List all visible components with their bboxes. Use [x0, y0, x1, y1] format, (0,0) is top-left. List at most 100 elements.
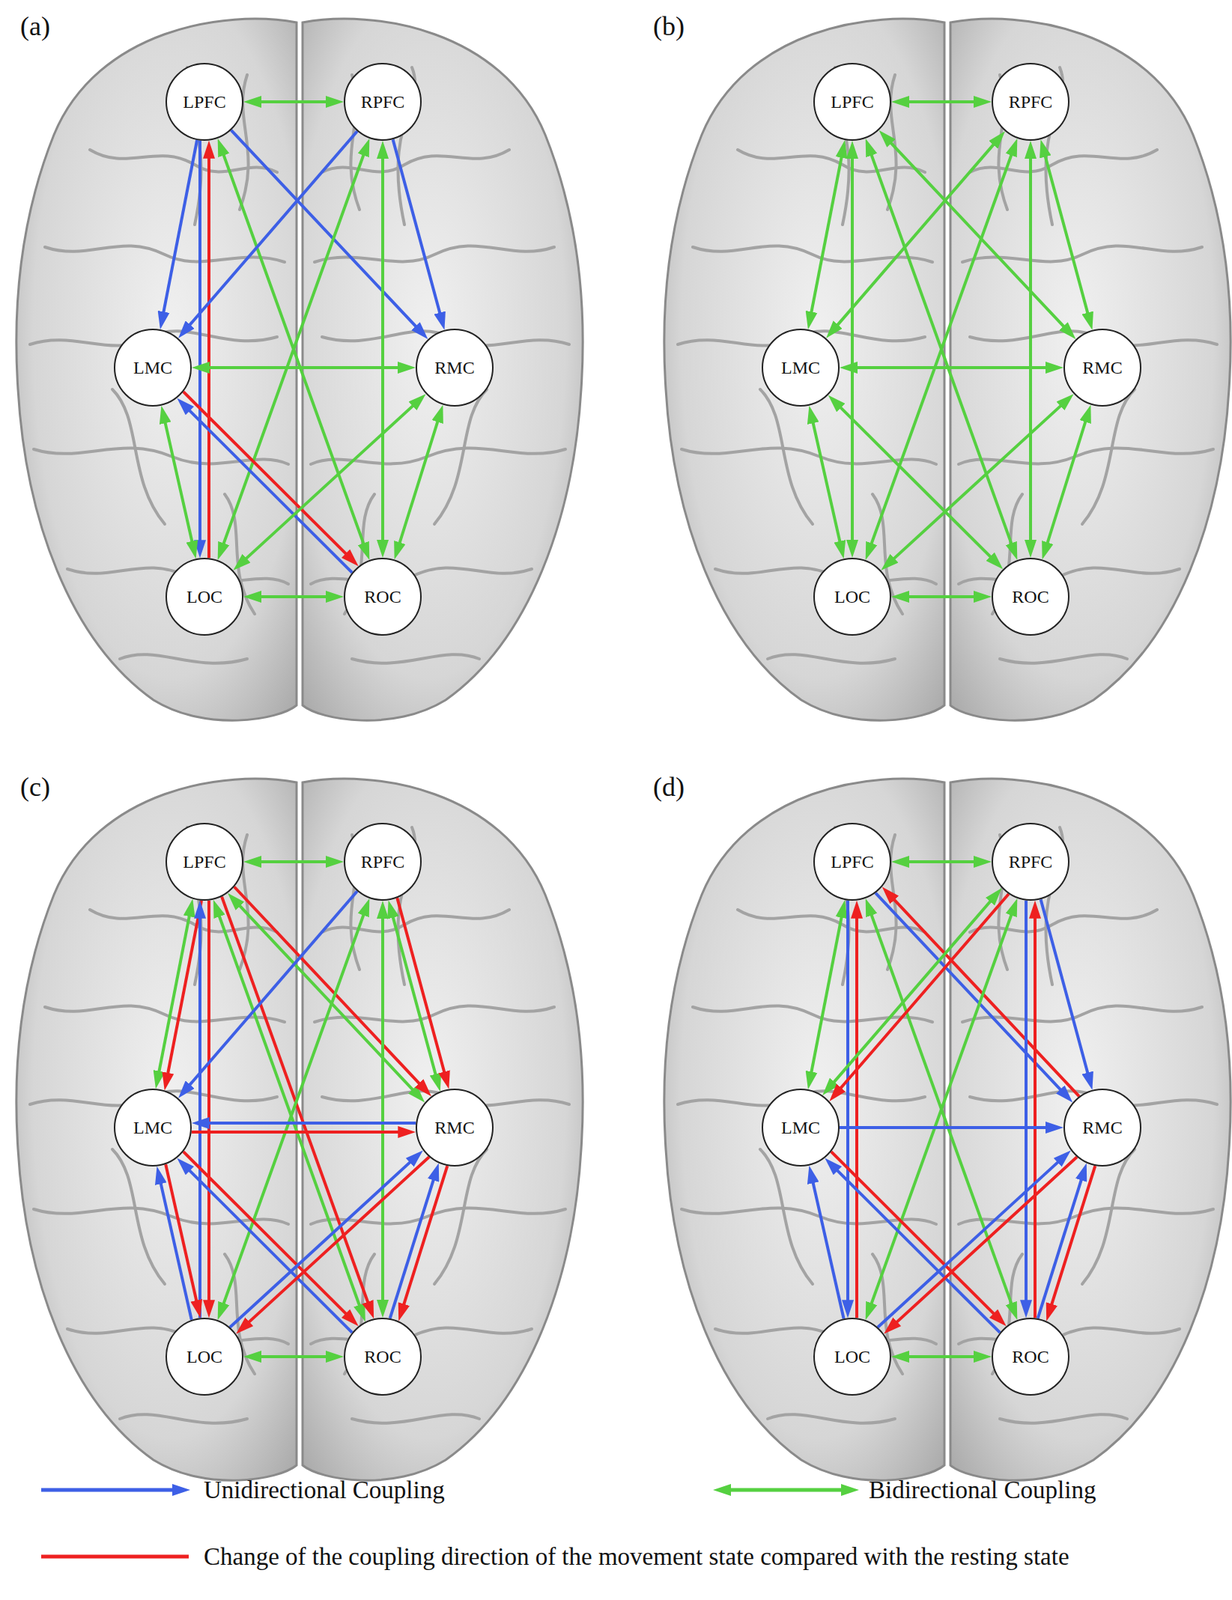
coupling-arrow	[877, 1157, 1064, 1328]
panel-label: (c)	[20, 771, 51, 803]
region-name: LOC	[186, 1347, 223, 1368]
coupling-arrow	[846, 900, 850, 1309]
region-circle: ROC	[343, 1318, 422, 1397]
region-name: LPFC	[182, 852, 226, 873]
region-name: LOC	[834, 1347, 871, 1368]
region-name: ROC	[363, 1347, 401, 1368]
region-circle: RPFC	[343, 823, 422, 901]
coupling-arrow	[901, 100, 982, 104]
region-name: ROC	[363, 587, 401, 608]
coupling-arrow	[253, 595, 334, 599]
coupling-arrow	[198, 140, 202, 549]
region-circle: LPFC	[165, 62, 244, 141]
coupling-arrow	[220, 908, 366, 1311]
coupling-arrow	[401, 1166, 448, 1312]
region-name: RPFC	[1008, 92, 1054, 113]
coupling-arrow	[855, 911, 859, 1319]
coupling-arrow	[810, 150, 844, 320]
region-circle: ROC	[991, 557, 1070, 636]
coupling-arrow	[1041, 899, 1090, 1080]
coupling-arrow	[220, 148, 366, 551]
region-circle: RMC	[1063, 1088, 1142, 1167]
coupling-arrow	[1033, 911, 1037, 1319]
region-circle: LPFC	[813, 62, 892, 141]
coupling-arrow	[1045, 414, 1088, 550]
coupling-arrow	[390, 910, 438, 1082]
region-circle: LOC	[165, 1318, 244, 1397]
coupling-arrow	[901, 1355, 982, 1359]
region-name: LMC	[781, 357, 821, 379]
coupling-arrow	[839, 1126, 1054, 1130]
region-circle: LMC	[761, 328, 840, 407]
region-circle: LMC	[113, 1088, 192, 1167]
region-circle: LOC	[165, 557, 244, 636]
coupling-arrow	[1038, 1173, 1084, 1319]
region-circle: LMC	[113, 328, 192, 407]
region-name: LOC	[834, 587, 871, 608]
brain-top-view	[16, 18, 583, 721]
coupling-arrow	[235, 900, 418, 1095]
region-name: RMC	[1082, 357, 1122, 379]
coupling-arrow	[901, 860, 982, 864]
region-name: RMC	[1082, 1118, 1122, 1139]
coupling-arrow	[184, 405, 352, 573]
coupling-arrow	[191, 1130, 406, 1134]
coupling-arrow	[253, 100, 334, 104]
coupling-arrow	[393, 139, 442, 320]
coupling-arrow	[396, 897, 446, 1080]
coupling-arrow	[891, 1157, 1078, 1328]
coupling-arrow	[868, 148, 1014, 551]
coupling-arrow	[207, 151, 211, 559]
legend-text: Unidirectional Coupling	[203, 1476, 445, 1505]
coupling-arrow	[244, 1157, 430, 1328]
coupling-arrow	[850, 366, 1054, 370]
coupling-arrow	[253, 1355, 334, 1359]
region-name: RMC	[434, 357, 475, 379]
legend-text: Bidirectional Coupling	[868, 1476, 1096, 1505]
region-name: ROC	[1011, 587, 1049, 608]
coupling-arrow	[811, 415, 842, 549]
brain-top-view	[16, 778, 583, 1481]
coupling-arrow	[397, 414, 440, 550]
region-name: LPFC	[830, 92, 874, 113]
coupling-arrow	[202, 366, 406, 370]
legend-line	[41, 1488, 180, 1493]
coupling-arrow	[885, 137, 1069, 332]
coupling-arrow	[1024, 900, 1028, 1309]
legend-line	[41, 1555, 189, 1560]
region-name: LOC	[186, 587, 223, 608]
region-circle: LPFC	[165, 823, 244, 901]
region-name: LPFC	[830, 852, 874, 873]
region-name: LMC	[133, 357, 173, 379]
region-circle: RPFC	[991, 62, 1070, 141]
region-name: RMC	[434, 1118, 475, 1139]
coupling-arrow	[868, 148, 1014, 551]
region-circle: ROC	[343, 557, 422, 636]
coupling-arrow	[220, 148, 366, 551]
coupling-arrow	[202, 1121, 417, 1125]
region-name: RPFC	[360, 852, 406, 873]
region-circle: RPFC	[991, 823, 1070, 901]
coupling-arrow	[207, 900, 211, 1309]
coupling-arrow	[234, 887, 425, 1090]
coupling-arrow	[868, 908, 1014, 1311]
brain-top-view	[664, 18, 1231, 721]
legend-line	[723, 1488, 849, 1493]
region-name: ROC	[1011, 1347, 1049, 1368]
coupling-arrow	[184, 131, 358, 331]
panel-label: (b)	[653, 10, 685, 42]
coupling-arrow	[198, 911, 202, 1319]
coupling-arrow	[253, 860, 334, 864]
coupling-arrow	[162, 140, 198, 320]
coupling-arrow	[888, 401, 1067, 564]
coupling-arrow	[832, 139, 999, 331]
coupling-arrow	[166, 900, 202, 1081]
region-circle: ROC	[991, 1318, 1070, 1397]
coupling-arrow	[183, 391, 352, 559]
coupling-arrow	[381, 151, 385, 548]
coupling-arrow	[229, 1157, 416, 1328]
region-circle: LMC	[761, 1088, 840, 1167]
region-circle: RPFC	[343, 62, 422, 141]
coupling-arrow	[158, 909, 191, 1079]
